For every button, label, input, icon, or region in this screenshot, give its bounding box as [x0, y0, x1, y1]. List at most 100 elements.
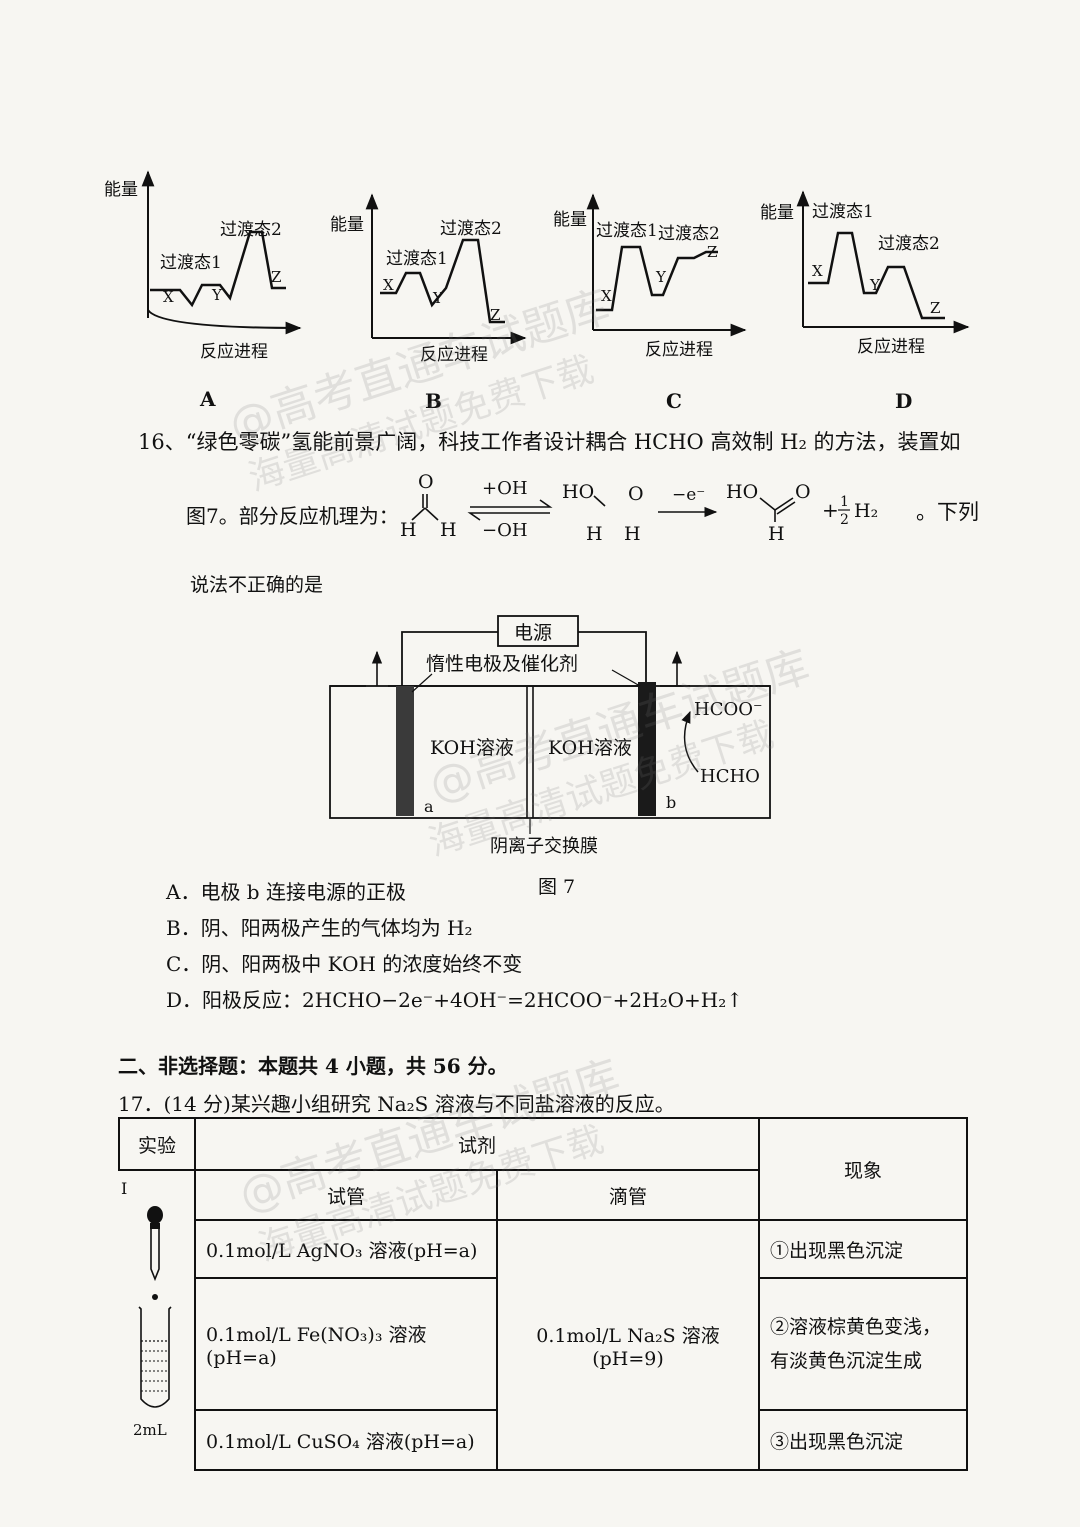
point-x-d: X: [812, 262, 823, 280]
q16-option-a[interactable]: A．电极 b 连接电源的正极: [166, 880, 406, 904]
point-x-a: X: [163, 288, 174, 306]
y-axis-label-d: 能量: [760, 203, 794, 223]
cell-container: [329, 685, 771, 819]
row3-phenomenon: ③出现黑色沉淀: [758, 1409, 968, 1471]
hcho-label: HCHO: [700, 766, 760, 787]
q16-option-b[interactable]: B．阴、阳两极产生的气体均为 H₂: [166, 916, 473, 940]
membrane-label: 阴离子交换膜: [490, 836, 598, 857]
option-letter-c: C: [666, 389, 682, 413]
hcoo-label: HCOO⁻: [694, 699, 762, 720]
point-z-c: Z: [707, 243, 717, 261]
minus-oh-label: −OH: [482, 520, 528, 541]
svg-text:+: +: [822, 498, 839, 522]
h2-product: H₂: [854, 500, 878, 522]
option-letter-b: B: [425, 389, 442, 413]
minus-e-label: −e⁻: [672, 485, 705, 505]
energy-diagram-a: 能量 过渡态1 过渡态2 X Y Z 反应进程 A: [104, 170, 302, 411]
point-y-b: Y: [432, 289, 444, 307]
svg-text:H: H: [624, 523, 641, 545]
point-z-a: Z: [271, 268, 281, 286]
ts1-label-d: 过渡态1: [812, 202, 874, 222]
row2-tube-reagent: 0.1mol/L Fe(NO₃)₃ 溶液(pH=a): [194, 1277, 498, 1411]
ts2-label-d: 过渡态2: [878, 234, 940, 254]
svg-text:H: H: [768, 523, 785, 545]
electrode-b: [638, 682, 656, 816]
test-tube-dropper-icon: 2mL: [133, 1205, 172, 1439]
volume-label: 2mL: [133, 1421, 167, 1439]
row2-phenomenon: ②溶液棕黄色变浅，有淡黄色沉淀生成: [758, 1277, 968, 1411]
point-y-a: Y: [211, 286, 223, 304]
power-label: 电源: [514, 622, 552, 644]
x-axis-label-a: 反应进程: [200, 342, 268, 362]
point-z-b: Z: [490, 306, 500, 324]
row1-tube-reagent: 0.1mol/L AgNO₃ 溶液(pH=a): [194, 1219, 498, 1279]
y-axis-label-a: 能量: [104, 180, 138, 200]
q16-stem-line2-suffix: 。下列: [916, 500, 979, 524]
electrode-label: 惰性电极及催化剂: [426, 653, 578, 675]
svg-text:H: H: [586, 523, 603, 545]
ts2-label-b: 过渡态2: [440, 219, 502, 239]
header-reagent: 试剂: [194, 1117, 760, 1171]
q16-stem-line3: 说法不正确的是: [190, 574, 324, 596]
svg-text:2: 2: [840, 512, 849, 528]
q16-option-c[interactable]: C．阴、阳两极中 KOH 的浓度始终不变: [166, 952, 523, 976]
x-axis-label-c: 反应进程: [645, 340, 713, 360]
ts2-label-a: 过渡态2: [220, 220, 282, 240]
point-z-d: Z: [930, 299, 940, 317]
header-experiment: 实验: [118, 1117, 196, 1171]
ts1-label-c: 过渡态1: [596, 221, 658, 241]
ts1-label-a: 过渡态1: [160, 253, 222, 273]
header-phenomenon: 现象: [758, 1117, 968, 1221]
energy-curve-c: [596, 245, 718, 312]
point-x-c: X: [601, 287, 612, 305]
plus-oh-label: +OH: [482, 478, 528, 499]
energy-diagram-d: 能量 过渡态1 过渡态2 X Y Z 反应进程 D: [760, 190, 970, 413]
dropper-reagent: 0.1mol/L Na₂S 溶液(pH=9): [496, 1219, 760, 1471]
option-letter-a: A: [199, 387, 216, 411]
svg-text:H: H: [440, 519, 457, 541]
q17-table: 实验 试剂 现象 I 2mL 试管 滴管 0.1mol/L A: [118, 1117, 968, 1471]
energy-curve-d: [808, 231, 945, 320]
experiment-figure-cell: I 2mL: [119, 1169, 196, 1470]
electrode-a-label: a: [424, 797, 434, 816]
point-x-b: X: [383, 276, 394, 294]
svg-text:HO: HO: [726, 481, 758, 503]
power-box: [497, 615, 579, 647]
reverse-arrow: [467, 512, 550, 521]
svg-text:O: O: [418, 471, 434, 493]
energy-diagram-c: 能量 过渡态1 过渡态2 X Y Z 反应进程 C: [553, 193, 747, 413]
q16-stem-line1: 16、“绿色零碳”氢能前景广阔，科技工作者设计耦合 HCHO 高效制 H₂ 的方…: [138, 430, 961, 454]
svg-text:O: O: [795, 481, 811, 503]
row3-tube-reagent: 0.1mol/L CuSO₄ 溶液(pH=a): [194, 1409, 498, 1471]
svg-text:O: O: [628, 483, 644, 505]
q16-option-d[interactable]: D．阳极反应：2HCHO−2e⁻+4OH⁻=2HCOO⁻+2H₂O+H₂↑: [166, 988, 743, 1012]
header-dropper: 滴管: [496, 1169, 760, 1221]
q17-stem: 17．(14 分)某兴趣小组研究 Na₂S 溶液与不同盐溶液的反应。: [118, 1092, 675, 1116]
x-axis-label-d: 反应进程: [857, 337, 925, 357]
x-axis-label-b: 反应进程: [420, 345, 488, 365]
figure-caption: 图 7: [538, 876, 576, 898]
svg-text:H: H: [400, 519, 417, 541]
q16-stem-line2-prefix: 图7。部分反应机理为：: [186, 504, 399, 528]
methanediol-structure: HO O H H: [562, 481, 644, 545]
option-letter-d: D: [895, 389, 912, 413]
section-2-title: 二、非选择题：本题共 4 小题，共 56 分。: [118, 1054, 508, 1078]
ts2-label-c: 过渡态2: [658, 224, 720, 244]
electrolysis-device: 电源 惰性电极及催化剂 KOH溶液 KOH溶液 HCOO⁻ HCHO a b 阴…: [329, 615, 771, 857]
svg-text:1: 1: [840, 494, 849, 510]
reaction-mechanism: O H H +OH −OH HO O H H −e⁻ HO O H + 1 2 …: [400, 471, 878, 545]
formic-acid-structure: HO O H: [726, 481, 811, 545]
energy-curve-b: [380, 238, 505, 324]
svg-text:HO: HO: [562, 481, 594, 503]
header-tube: 试管: [194, 1169, 498, 1221]
ts1-label-b: 过渡态1: [386, 249, 448, 269]
energy-diagram-b: 能量 过渡态1 过渡态2 X Y Z 反应进程 B: [330, 193, 527, 413]
left-solution-label: KOH溶液: [430, 737, 514, 759]
y-axis-label-b: 能量: [330, 215, 364, 235]
right-solution-label: KOH溶液: [548, 737, 632, 759]
formaldehyde-structure: O H H: [400, 471, 457, 541]
point-y-c: Y: [655, 268, 667, 286]
row1-phenomenon: ①出现黑色沉淀: [758, 1219, 968, 1279]
point-y-d: Y: [869, 276, 881, 294]
y-axis-label-c: 能量: [553, 210, 587, 230]
